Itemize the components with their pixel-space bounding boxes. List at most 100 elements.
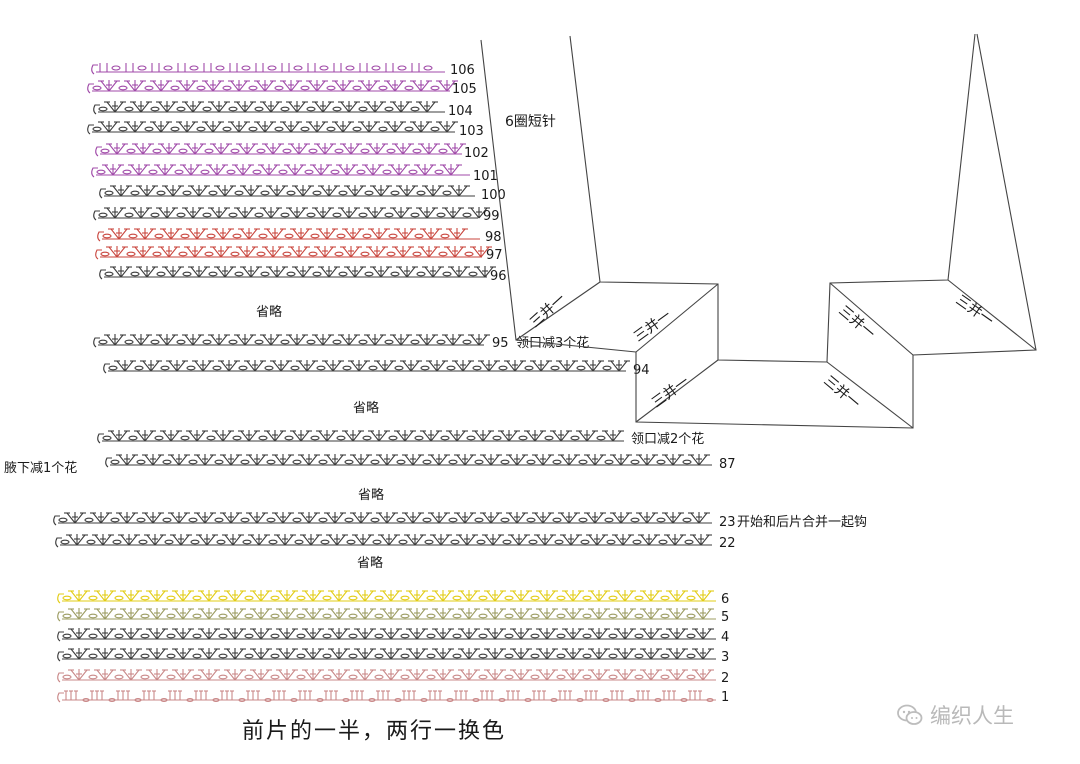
decrease-label: 三并一	[649, 374, 692, 412]
stitch-row	[57, 608, 716, 622]
right-step-edge-1	[826, 361, 914, 429]
stitch-row	[91, 63, 445, 75]
turning-chain	[87, 124, 94, 135]
turning-chain	[103, 363, 110, 374]
row-label-6: 6	[721, 592, 729, 607]
omitted-label: 省略	[358, 487, 384, 503]
stitch-row	[97, 430, 624, 444]
turning-chain	[57, 631, 64, 642]
shape-schematic: 6圈短针 三并一 三并一 三并一 三并一 三并一 三并一	[480, 33, 1037, 429]
watermark-text: 编织人生	[930, 704, 1014, 728]
row-label-105: 105	[452, 82, 477, 97]
wechat-official-account-icon	[896, 703, 924, 727]
turning-chain	[93, 210, 100, 221]
middle-step-edge-2	[635, 359, 719, 423]
turning-chain	[95, 249, 102, 260]
row-label-94: 94	[633, 363, 650, 378]
row-label-22: 22	[719, 536, 736, 551]
stitch-row	[55, 534, 712, 548]
stitch-row	[91, 164, 470, 178]
left-panel-inner	[569, 33, 976, 363]
stitch-row	[93, 101, 445, 115]
diagram-title: 前片的一半，两行一换色	[242, 719, 506, 744]
omitted-label: 省略	[357, 555, 383, 571]
row-label-87: 87	[719, 457, 736, 472]
row-label-104: 104	[448, 104, 473, 119]
omitted-label: 省略	[353, 400, 379, 416]
left-panel-outline	[480, 33, 1037, 429]
stitch-row	[57, 590, 716, 604]
stitch-row	[53, 512, 712, 526]
decrease-label: 三并一	[953, 292, 997, 329]
row-label-3: 3	[721, 650, 729, 665]
turning-chain	[57, 593, 64, 604]
row-label-95: 95	[492, 336, 509, 351]
stitch-row	[99, 266, 496, 280]
row-note-95: 领口减3个花	[516, 335, 589, 351]
watermark: 编织人生	[896, 700, 1014, 730]
left-step-edge	[515, 281, 601, 341]
row-label-4: 4	[721, 630, 729, 645]
stitch-row	[99, 185, 475, 199]
row-label-23: 23	[719, 515, 736, 530]
turning-chain	[57, 651, 64, 662]
row-note-underarm: 腋下减1个花	[4, 460, 77, 476]
row-label-100: 100	[481, 188, 506, 203]
row-label-98: 98	[485, 230, 502, 245]
turning-chain	[57, 611, 64, 622]
stitch-row	[93, 207, 490, 221]
row-label-97: 97	[486, 248, 503, 263]
stitch-row	[57, 690, 716, 703]
row-label-96: 96	[490, 269, 507, 284]
turning-chain	[93, 337, 100, 348]
stitch-row	[57, 669, 716, 683]
turning-chain	[87, 83, 94, 94]
turning-chain	[91, 64, 98, 75]
turning-chain	[99, 188, 106, 199]
turning-chain	[91, 167, 98, 178]
decrease-label: 三并一	[527, 291, 569, 331]
stitch-row	[87, 80, 458, 94]
row-label-106: 106	[450, 63, 475, 78]
decrease-label: 三并一	[631, 308, 674, 346]
row-label-1: 1	[721, 690, 729, 705]
turning-chain	[57, 692, 64, 703]
row-label-101: 101	[473, 169, 498, 184]
turning-chain	[97, 231, 104, 242]
turning-chain	[97, 433, 104, 444]
turning-chain	[53, 515, 60, 526]
stitch-row	[57, 648, 716, 662]
row-label-5: 5	[721, 610, 729, 625]
row-label-2: 2	[721, 671, 729, 686]
turning-chain	[55, 537, 62, 548]
turning-chain	[57, 672, 64, 683]
short-rows-label: 6圈短针	[505, 114, 556, 130]
stitch-row	[87, 121, 458, 135]
omitted-label: 省略	[256, 304, 282, 320]
stitch-row	[93, 334, 490, 348]
right-step-edge-3	[947, 279, 1037, 351]
decrease-label: 三并一	[835, 303, 877, 342]
stitch-row	[57, 628, 716, 642]
stitch-row	[97, 228, 480, 242]
turning-chain	[95, 146, 102, 157]
stitch-row	[105, 454, 712, 468]
stitch-row	[95, 143, 466, 157]
turning-chain	[99, 269, 106, 280]
row-label-102: 102	[464, 146, 489, 161]
row-note-neck-decrease-2: 领口减2个花	[631, 431, 704, 447]
right-step-edge-2	[829, 282, 914, 356]
turning-chain	[93, 104, 100, 115]
omitted-labels: 省略 省略 省略 省略	[256, 304, 384, 571]
row-labels: 106 105 104 103 102 101 100 99 98 97 96 …	[4, 63, 867, 705]
stitch-rows	[53, 63, 716, 703]
decrease-label: 三并一	[820, 373, 862, 412]
turning-chain	[105, 457, 112, 468]
row-note-23: 开始和后片合并一起钩	[737, 515, 867, 530]
row-label-99: 99	[483, 209, 500, 224]
middle-step-edge-1	[635, 283, 719, 353]
stitch-row	[95, 246, 492, 260]
row-label-103: 103	[459, 124, 484, 139]
stitch-row	[103, 360, 630, 374]
